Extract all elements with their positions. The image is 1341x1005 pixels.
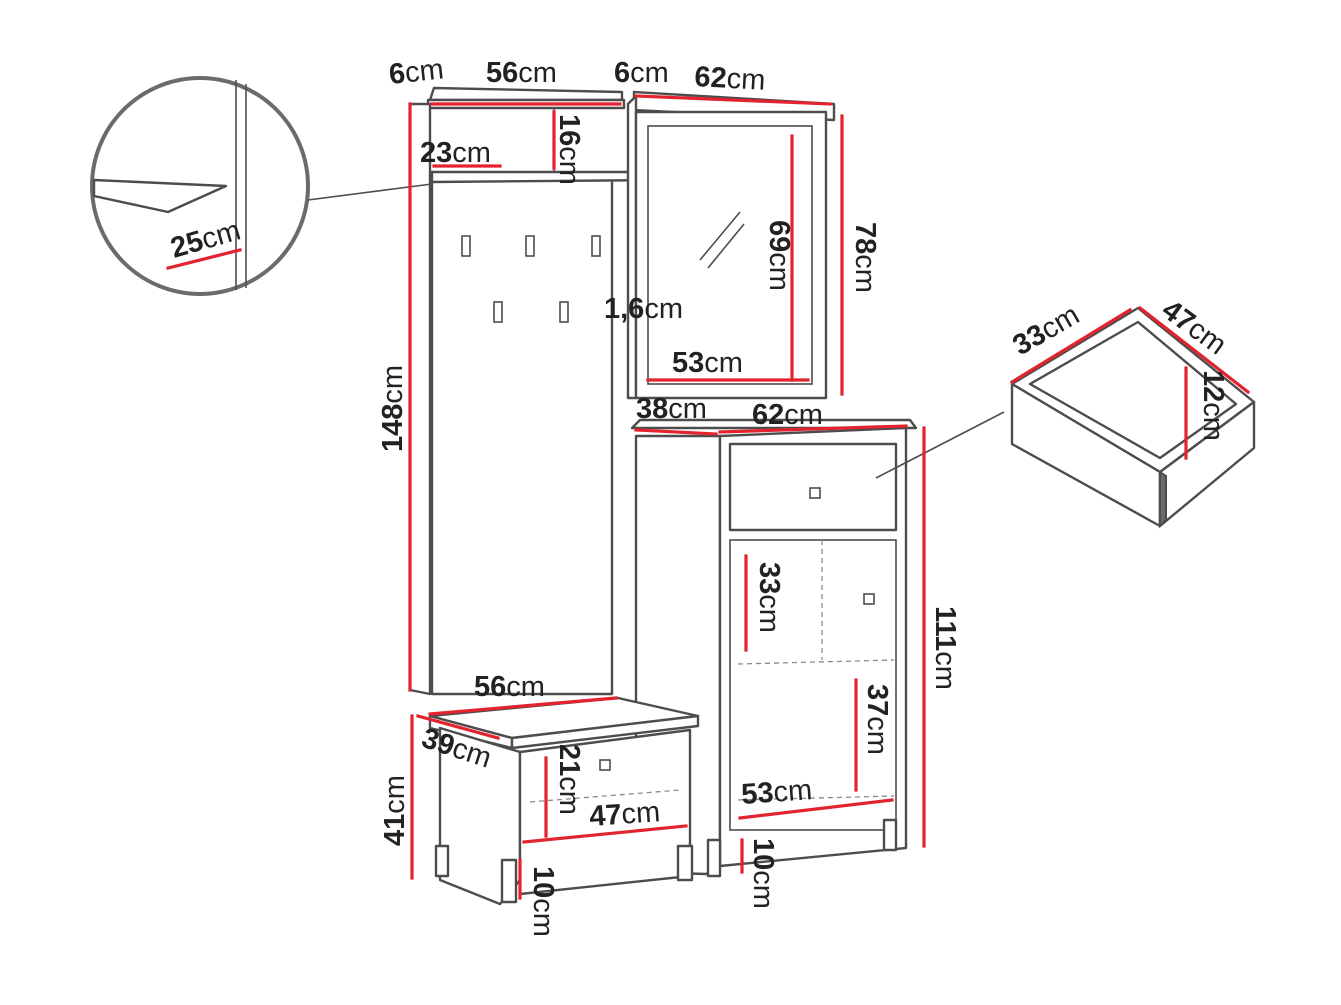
dimension-lines bbox=[166, 94, 1251, 900]
label-mirror-inner-h: 69cm bbox=[763, 220, 795, 291]
label-bench-drawer-w: 47cm bbox=[588, 796, 661, 833]
label-panel-thickness: 1,6cm bbox=[604, 293, 683, 325]
dimension-labels: 6cm 56cm 6cm 62cm 16cm 23cm 25cm 148cm 1… bbox=[167, 53, 1232, 937]
label-bench-drawer-h: 21cm bbox=[553, 744, 585, 815]
drawer-detail bbox=[875, 306, 1256, 529]
label-panel-h: 148cm bbox=[377, 365, 409, 452]
mirror bbox=[626, 90, 836, 400]
label-shelf-h: 16cm bbox=[553, 114, 585, 185]
label-mirror-side-w: 6cm bbox=[614, 57, 669, 89]
label-cab-w: 62cm bbox=[752, 399, 823, 431]
label-bench-w: 56cm bbox=[474, 671, 545, 703]
label-mirror-inner-w: 53cm bbox=[672, 347, 743, 379]
label-panel-side-w: 6cm bbox=[387, 53, 445, 91]
hook-icon bbox=[559, 301, 569, 323]
coat-hooks bbox=[461, 235, 601, 323]
label-mirror-w: 62cm bbox=[694, 61, 767, 97]
label-drawer-h: 12cm bbox=[1197, 370, 1229, 441]
hook-icon bbox=[525, 235, 535, 257]
label-cab-h: 111cm bbox=[929, 606, 961, 690]
hook-icon bbox=[493, 301, 503, 323]
drawer-knob-icon bbox=[809, 487, 821, 499]
bench bbox=[428, 696, 700, 906]
label-mirror-h: 78cm bbox=[849, 222, 881, 293]
label-bench-leg: 10cm bbox=[527, 866, 559, 937]
hook-icon bbox=[591, 235, 601, 257]
label-panel-w-top: 56cm bbox=[486, 57, 557, 89]
label-cab-leg: 10cm bbox=[747, 838, 779, 909]
label-bench-h: 41cm bbox=[379, 775, 411, 846]
label-shelf-d: 23cm bbox=[420, 137, 491, 169]
cabinet bbox=[630, 418, 918, 878]
label-cab-lower-h: 37cm bbox=[861, 684, 893, 755]
hall-panel bbox=[408, 86, 666, 696]
label-cab-depth: 38cm bbox=[636, 393, 707, 425]
shelf-detail-circle bbox=[90, 76, 433, 296]
label-cab-upper-h: 33cm bbox=[753, 562, 785, 633]
hook-icon bbox=[461, 235, 471, 257]
door-knob-icon bbox=[863, 593, 875, 605]
label-cab-inner-w: 53cm bbox=[740, 774, 813, 811]
bench-knob-icon bbox=[599, 759, 611, 771]
